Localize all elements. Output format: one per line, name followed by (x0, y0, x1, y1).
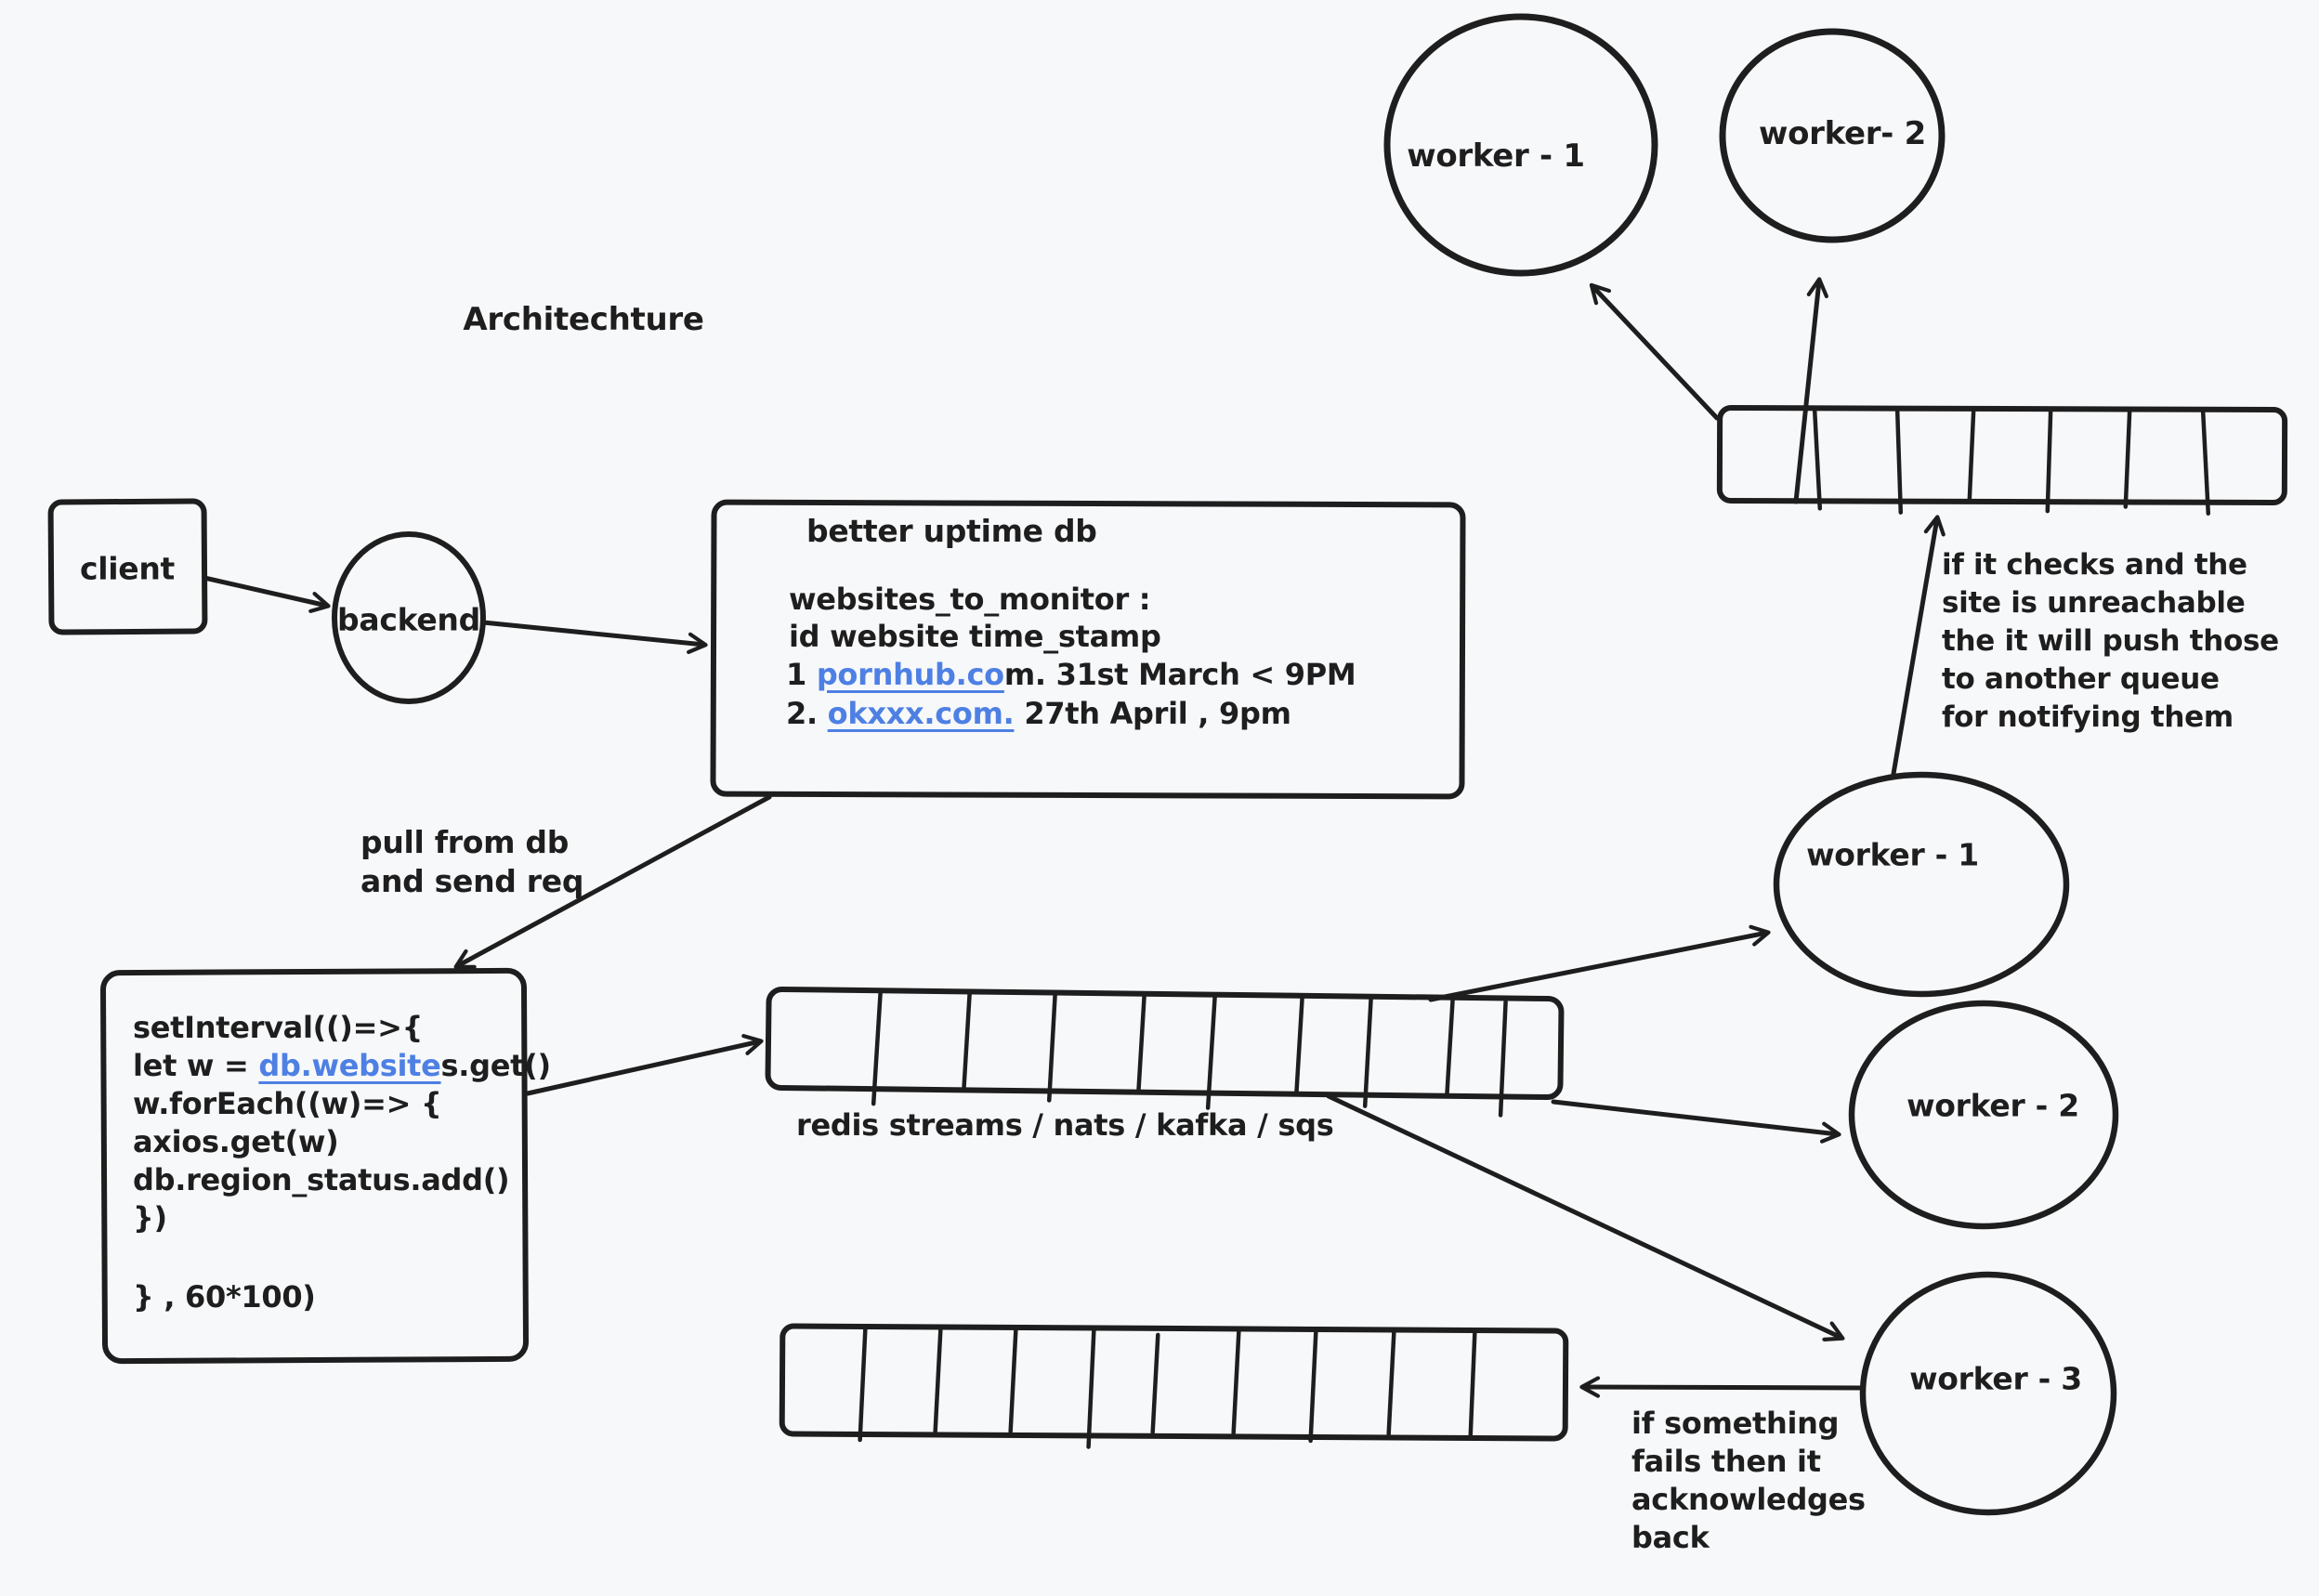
db-box-shape (710, 499, 1466, 800)
worker1-mid-shape (1773, 771, 2070, 998)
diagram-title: Architechture (463, 301, 704, 338)
ack-annotation: if something fails then it acknowledges … (1631, 1406, 1866, 1555)
arrow-code-to-queue (525, 1034, 764, 1096)
code-line-7: } , 60*100) (133, 1279, 316, 1315)
code-line-2: let w = db.websites.get() (133, 1048, 551, 1083)
db-box-title: better uptime db (806, 513, 1097, 549)
db-website-link[interactable]: db.website (258, 1048, 441, 1083)
db-row1-rest: m. 31st March < 9PM (1003, 657, 1356, 692)
client-node-shape (47, 498, 208, 635)
code-line-5: db.region_status.add() (133, 1162, 510, 1197)
arrow-queue-to-worker3 (1326, 1093, 1845, 1341)
backend-node-shape (332, 531, 486, 704)
worker1-top-label: worker - 1 (1407, 137, 1585, 175)
worker1-mid-label: worker - 1 (1806, 836, 1979, 873)
code-box-text: setInterval(()=>{ let w = db.websites.ge… (133, 1009, 551, 1237)
notify-queue-shape (1716, 404, 2288, 517)
db-schema-line1: websites_to_monitor : (789, 582, 1151, 617)
arrow-worker1-to-notify-queue (1891, 515, 1946, 777)
arrow-notify-queue-to-worker1-top (1589, 282, 1720, 421)
worker3-shape (1859, 1271, 2117, 1516)
db-row-2: 2. okxxx.com. 27th April , 9pm (786, 696, 1291, 731)
middle-queue-shape (765, 986, 1565, 1118)
db-row2-prefix: 2. (786, 696, 828, 731)
arrow-backend-to-db (480, 620, 708, 655)
arrow-notify-queue-to-worker2-top (1793, 277, 1828, 504)
code-line-6: }) (133, 1200, 167, 1236)
pornhub-link[interactable]: pornhub.co (816, 657, 1004, 692)
worker2-mid-label: worker - 2 (1906, 1087, 2079, 1124)
arrow-client-to-backend (202, 575, 331, 613)
worker2-top-shape (1719, 28, 1946, 243)
unreachable-annotation: if it checks and the site is unreachable… (1942, 548, 2279, 734)
client-label: client (79, 550, 176, 587)
backend-label: backend (337, 601, 480, 638)
code-line-1: setInterval(()=>{ (133, 1010, 424, 1045)
db-row-1: 1 pornhub.com. 31st March < 9PM (786, 657, 1356, 692)
db-schema-line2: id website time_stamp (789, 619, 1161, 654)
code-box-shape (100, 967, 529, 1365)
db-row2-rest: 27th April , 9pm (1014, 696, 1291, 731)
worker2-mid-shape (1848, 1000, 2119, 1230)
worker2-top-label: worker- 2 (1759, 115, 1926, 152)
arrow-queue-to-worker1 (1428, 924, 1771, 1002)
arrow-queue-to-worker2 (1551, 1099, 1841, 1144)
worker3-label: worker - 3 (1909, 1360, 2082, 1397)
okxxx-link[interactable]: okxxx.com. (827, 696, 1015, 731)
ack-queue-shape (779, 1323, 1569, 1449)
arrows (202, 277, 1946, 1398)
arrow-worker3-to-ack-queue (1579, 1376, 1866, 1398)
arrow-db-to-code (453, 794, 772, 969)
pull-annotation: pull from db and send req (360, 824, 584, 899)
worker1-top-shape (1383, 13, 1658, 277)
middle-queue-label: redis streams / nats / kafka / sqs (796, 1107, 1334, 1143)
code-line-3: w.forEach((w)=> { (133, 1086, 442, 1121)
code-line-4: axios.get(w) (133, 1124, 339, 1159)
db-row1-prefix: 1 (786, 657, 817, 692)
